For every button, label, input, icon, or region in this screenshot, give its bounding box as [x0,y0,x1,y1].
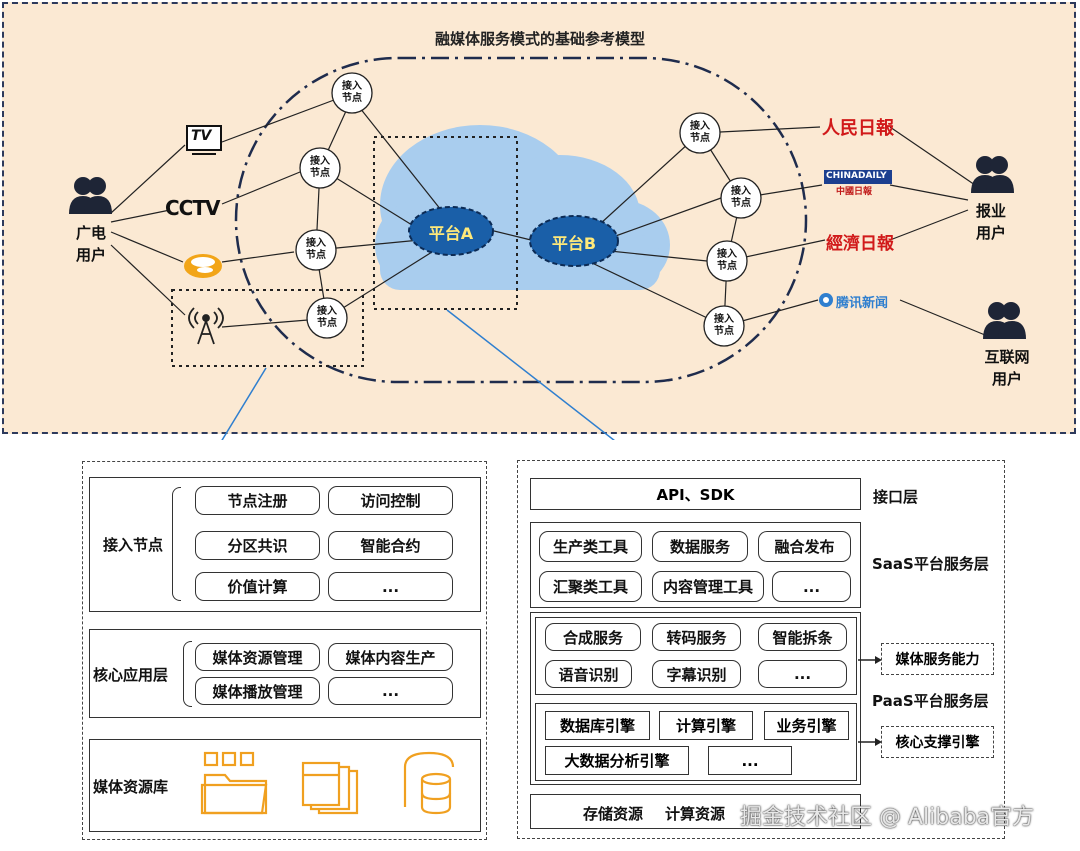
platform-a-highlight [373,136,518,310]
documents-icon [301,761,359,815]
renmin-ribao-logo: 人民日報 [822,118,894,139]
aggregation-tools-item: 汇聚类工具 [539,571,642,602]
compute-resource-item: 计算资源 [665,805,726,823]
tencent-news-icon [819,293,833,307]
access-node-label: 接入 节点 [690,121,710,144]
access-node-label: 接入 节点 [310,156,330,179]
cloud [375,125,670,290]
core-app-brace [183,641,192,707]
access-node-label: 接入 节点 [342,81,362,104]
jingji-ribao-logo: 經濟日報 [826,234,894,254]
access-node-label: 接入 节点 [317,306,337,329]
tv-logo-text: TV [191,128,212,144]
fusion-publish-item: 融合发布 [758,531,851,562]
media-library-label: 媒体资源库 [93,778,169,796]
more-item: ... [708,746,792,775]
transcode-service-item: 转码服务 [652,623,741,651]
media-playback-mgmt-item: 媒体播放管理 [195,677,320,705]
speech-recognition-item: 语音识别 [545,660,632,688]
more-item: ... [758,660,847,688]
value-calc-item: 价值计算 [195,572,320,601]
paas-layer-label: PaaS平台服务层 [872,692,989,710]
compute-engine-item: 计算引擎 [659,711,753,740]
bigdata-engine-item: 大数据分析引擎 [545,746,689,775]
database-icon [403,751,455,815]
internet-user-label: 互联网 用户 [984,348,1030,388]
node-circle [306,297,348,339]
media-asset-mgmt-item: 媒体资源管理 [195,643,320,671]
node-circle [703,305,745,347]
diagram-title: 融媒体服务模式的基础参考模型 [434,30,645,48]
tv-icon [186,125,222,155]
side-arrows [858,656,882,746]
newspaper-user-label: 报业 用户 [975,202,1006,242]
platform-a-label: 平台A [428,224,474,243]
partition-consensus-item: 分区共识 [195,531,320,560]
broadcast-user-icon [69,177,112,214]
media-library-icons [200,751,455,815]
business-engine-item: 业务引擎 [764,711,849,740]
node-circle [706,240,748,282]
media-service-capability-box: 媒体服务能力 [881,643,994,675]
access-control-item: 访问控制 [328,486,453,515]
platform-a-shape [408,206,494,256]
watermark: 掘金技术社区 @ Alibaba官方 [740,805,1035,830]
api-sdk-box: API、SDK [530,478,861,510]
database-engine-item: 数据库引擎 [545,711,650,740]
node-circle [720,177,762,219]
internet-user-icon [983,302,1026,339]
node-circle [679,112,721,154]
network-diagram [69,56,1026,440]
core-app-group-label: 核心应用层 [93,666,169,684]
more-item: ... [328,572,453,601]
access-node-label: 接入 节点 [717,249,737,272]
access-node-group-label: 接入节点 [103,536,164,554]
radio-tower-icon [188,307,224,345]
chinadaily-logo: CHINADAILY [826,171,887,181]
broadcast-user-label: 广电 用户 [75,224,106,264]
user-icons [69,156,1026,339]
platform-b-shape [529,215,619,267]
core-support-engine-box: 核心支撑引擎 [881,726,994,758]
more-item: ... [772,571,851,602]
access-node-brace [172,487,181,601]
smart-clipping-item: 智能拆条 [758,623,847,651]
platform-b-label: 平台B [551,234,597,253]
network-boundary [234,56,808,384]
data-service-item: 数据服务 [652,531,748,562]
subtitle-recognition-item: 字幕识别 [652,660,741,688]
chinadaily-logo-bg [824,170,892,184]
detail-arrows [221,309,615,440]
node-circle [295,229,337,271]
access-node-label: 接入 节点 [306,238,326,261]
cpu-folder-icon [200,751,268,815]
storage-resource-item: 存储资源 [583,805,644,823]
interface-layer-label: 接口层 [873,488,919,506]
media-content-production-item: 媒体内容生产 [328,643,453,671]
node-register-item: 节点注册 [195,486,320,515]
access-nodes [295,72,762,347]
chinadaily-sub-logo: 中國日報 [836,187,873,197]
newspaper-user-icon [971,156,1014,193]
production-tools-item: 生产类工具 [539,531,642,562]
node-circle [299,147,341,189]
saas-layer-label: SaaS平台服务层 [872,555,989,573]
more-item: ... [328,677,453,705]
access-node-label: 接入 节点 [714,314,734,337]
media-library-group [89,739,481,832]
synthesis-service-item: 合成服务 [545,623,641,651]
tencent-news-logo: 腾讯新闻 [836,296,889,311]
iaas-group [530,794,861,829]
content-mgmt-tools-item: 内容管理工具 [652,571,764,602]
hunan-tv-logo-icon [184,254,222,278]
access-node-label: 接入 节点 [731,186,751,209]
node-circle [331,72,373,114]
cctv-logo: CCTV [165,196,220,220]
smart-contract-item: 智能合约 [328,531,453,560]
